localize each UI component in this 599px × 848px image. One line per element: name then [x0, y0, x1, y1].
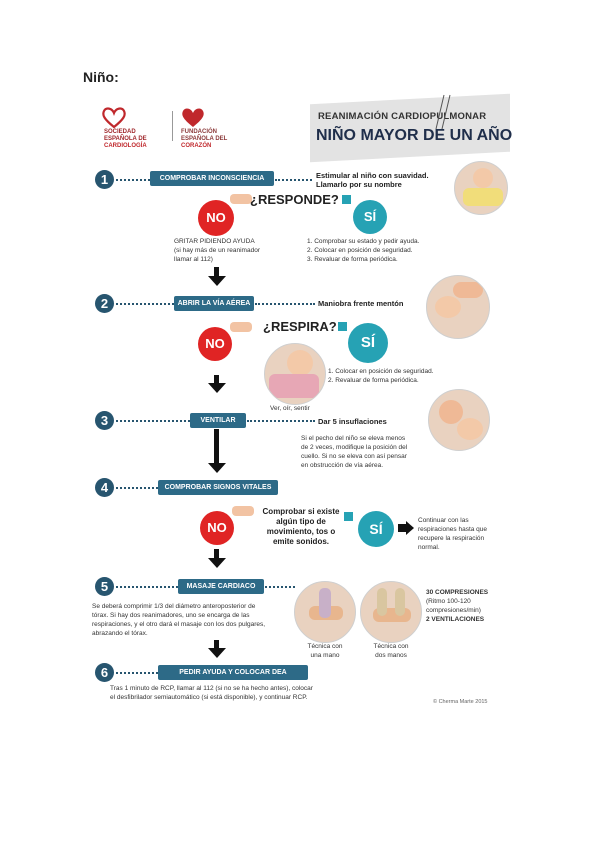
logo-divider [172, 111, 173, 141]
step-number-2: 2 [95, 294, 114, 313]
step-pill-4: COMPROBAR SIGNOS VITALES [158, 480, 278, 495]
step-connector [116, 672, 158, 674]
step-connector [116, 487, 158, 489]
arrow-down-icon [208, 558, 226, 568]
photo-two-hand-technique [360, 581, 422, 643]
square-marker [338, 322, 347, 331]
arrow-right-icon [398, 524, 406, 532]
arrow-down-icon [208, 648, 226, 658]
banner-title: NIÑO MAYOR DE UN AÑO [316, 127, 513, 144]
arrow-down-icon [214, 640, 219, 648]
step-note-1: Estimular al niño con suavidad. Llamarlo… [316, 171, 429, 189]
square-marker [342, 195, 351, 204]
step-connector [116, 586, 178, 588]
photo-head-tilt [426, 275, 490, 339]
photo-stimulate-child [454, 161, 508, 215]
photo-ventilate [428, 389, 490, 451]
arrow-down-icon [208, 276, 226, 286]
arrow-down-icon [214, 267, 219, 276]
heart-logo-icon [182, 108, 204, 127]
step-connector [116, 303, 174, 305]
step-pill-2: ABRIR LA VÍA AÉREA [174, 296, 254, 311]
paperclip-icon [435, 94, 451, 130]
step-pill-6: PEDIR AYUDA Y COLOCAR DEA [158, 665, 308, 680]
photo-one-hand-technique [294, 581, 356, 643]
si-badge: SÍ [348, 323, 388, 363]
step-connector [265, 586, 295, 588]
si-badge: SÍ [353, 200, 387, 234]
step-connector [255, 303, 315, 305]
step-number-1: 1 [95, 170, 114, 189]
banner-line1: REANIMACIÓN CARDIOPULMONAR [318, 111, 487, 122]
hand-pointer-icon [230, 194, 252, 204]
heart-logo-icon [102, 107, 126, 129]
step-note-3: Dar 5 insuflaciones [318, 417, 387, 426]
step-number-5: 5 [95, 577, 114, 596]
si-list-2: 1. Colocar en posición de seguridad.2. R… [328, 368, 434, 384]
question-responde: ¿RESPONDE? [250, 192, 339, 207]
step-connector [275, 179, 312, 181]
step-number-3: 3 [95, 411, 114, 430]
ver-oir-caption: Ver, oír, sentir [270, 405, 310, 412]
hand-pointer-icon [232, 506, 254, 516]
step-number-6: 6 [95, 663, 114, 682]
no-badge: NO [198, 327, 232, 361]
step-connector [247, 420, 315, 422]
si-badge: SÍ [358, 511, 394, 547]
step-note-2: Maniobra frente mentón [318, 299, 404, 308]
step-number-4: 4 [95, 478, 114, 497]
no-badge: NO [198, 200, 234, 236]
si-list-1: 1. Comprobar su estado y pedir ayuda.2. … [307, 238, 420, 263]
arrow-down-icon [214, 429, 219, 463]
step-pill-1: COMPROBAR INCONSCIENCIA [150, 171, 274, 186]
arrow-down-icon [214, 375, 219, 383]
square-marker [344, 512, 353, 521]
step-connector [116, 420, 190, 422]
page-heading: Niño: [83, 69, 119, 85]
step-pill-3: VENTILAR [190, 413, 246, 428]
arrow-down-icon [214, 549, 219, 558]
hand-pointer-icon [230, 322, 252, 332]
step-pill-5: MASAJE CARDIACO [178, 579, 264, 594]
question-respira: ¿RESPIRA? [263, 319, 337, 334]
arrow-down-icon [208, 463, 226, 473]
photo-look-listen-feel [264, 343, 326, 405]
step-connector [116, 179, 150, 181]
copyright: © Cherma Marte 2015 [433, 699, 488, 705]
arrow-right-icon [406, 521, 414, 535]
dea-text: Tras 1 minuto de RCP, llamar al 112 (si … [110, 685, 313, 701]
arrow-down-icon [208, 383, 226, 393]
masaje-text: Se deberá comprimir 1/3 del diámetro ant… [92, 603, 266, 637]
no-text-1: GRITAR PIDIENDO AYUDA(si hay más de un r… [174, 238, 260, 263]
no-badge: NO [200, 511, 234, 545]
